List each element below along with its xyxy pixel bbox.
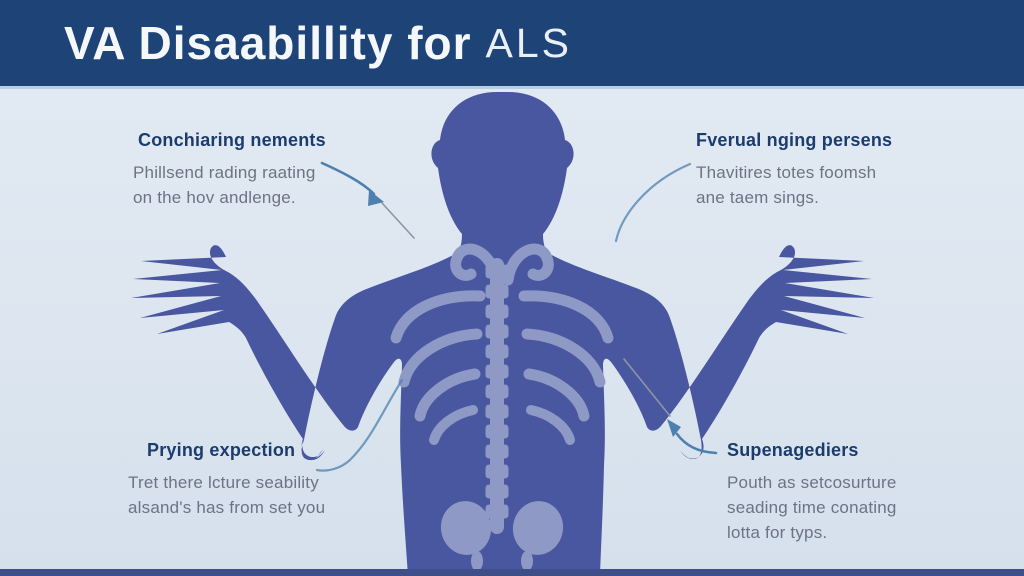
rib-left-1 [390,290,486,344]
connector-line-top-left [381,202,415,239]
pelvis-left-drop [471,551,483,571]
curved-arrow-top-left-icon [320,161,376,196]
callout-top-right: Fverual nging persens Thavitires totes f… [696,130,892,210]
page-title: VA Disaabillity for [64,17,472,69]
spine-column [490,258,504,534]
footer-strip [0,569,1024,576]
connectors [315,161,718,472]
rib-right-2 [521,328,606,388]
callout-top-left-heading: Conchiaring nements [138,130,326,150]
arrowhead-bottom-right-icon [667,419,681,437]
callout-bottom-left-body: Tret there lcture seability alsand's has… [128,473,326,517]
rib-left-2 [398,328,483,388]
rib-right-4 [526,405,575,445]
header-bar: VA Disaabillity for ALS [0,0,1024,89]
callout-bottom-left: Prying expection Tret there lcture seabi… [128,440,325,520]
callout-top-left: Conchiaring nements Phillsend rading raa… [133,130,326,210]
rib-left-4 [429,405,478,445]
rib-right-3 [523,368,590,422]
left-clavicle-curl [450,243,502,286]
callout-top-right-heading: Fverual nging persens [696,130,893,150]
callout-bottom-right-body: Pouth as setcosurture seading time conat… [727,473,897,542]
rib-left-3 [414,368,481,422]
curved-connector-bottom-left-icon [315,378,404,472]
curved-arrow-bottom-right-icon [675,432,718,455]
callout-bottom-right-heading: Supenagediers [727,440,859,460]
pelvis-left-wing [440,501,492,555]
connector-line-bottom-right [623,358,671,417]
rib-right-1 [518,290,614,344]
arrowhead-top-left-icon [368,190,384,206]
callout-top-left-body: Phillsend rading raating on the hov andl… [133,163,316,207]
pelvis-right-drop [521,551,533,571]
page-title-suffix: ALS [485,19,573,66]
callout-top-right-body: Thavitires totes foomsh ane taem sings. [696,163,877,207]
skeleton-overlay [390,243,614,571]
callout-bottom-right: Supenagediers Pouth as setcosurture sead… [727,440,897,545]
curved-connector-top-right-icon [614,162,692,243]
right-clavicle-curl [502,243,554,286]
callout-bottom-left-heading: Prying expection [147,440,296,460]
pelvis-right-wing [512,501,564,555]
